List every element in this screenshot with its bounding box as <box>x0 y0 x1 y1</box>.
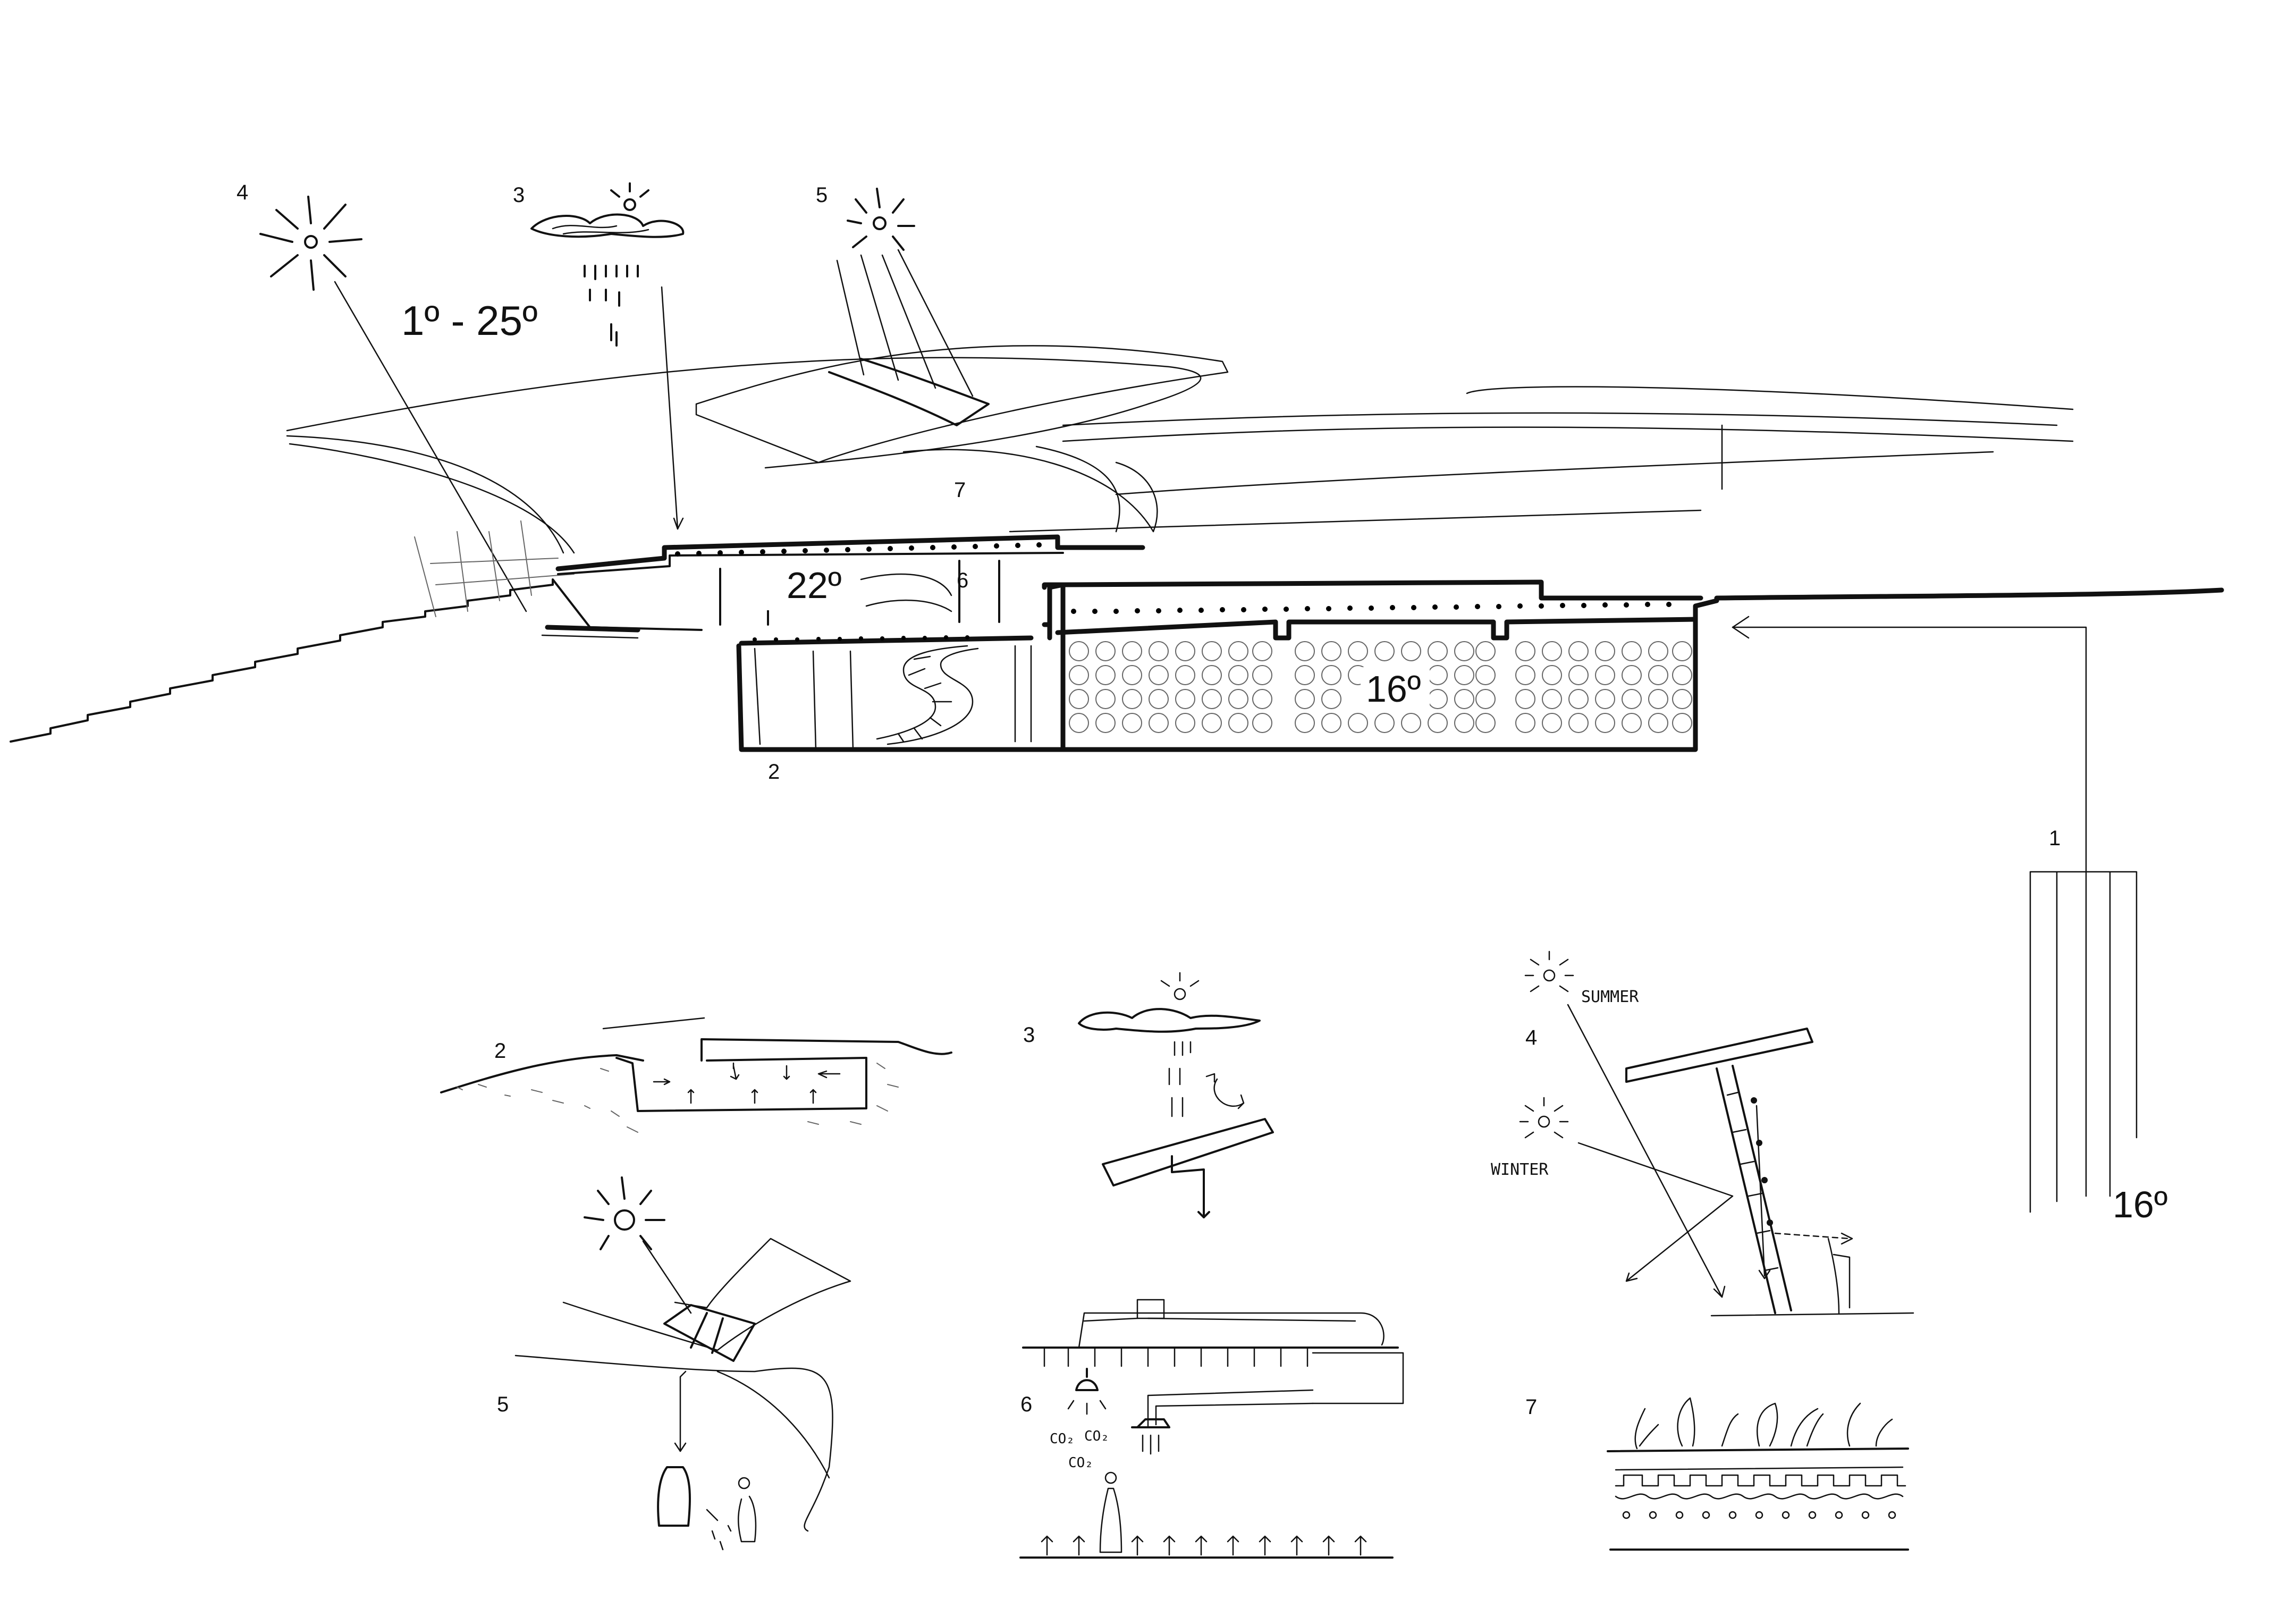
detail-label-4: 4 <box>1525 1026 1537 1049</box>
storage-box <box>1047 582 2224 752</box>
cloud-icon-d3 <box>1078 1008 1261 1033</box>
slab-dots <box>675 542 1042 557</box>
detail-7: 7 <box>1525 1395 1909 1551</box>
co2-label-b: CO₂ <box>1084 1428 1109 1444</box>
label-6: 6 <box>957 569 968 592</box>
summer-label: SUMMER <box>1581 988 1639 1006</box>
lamp-icon <box>1075 1368 1099 1391</box>
sun-icon-4 <box>259 196 362 291</box>
skylight-slab <box>695 345 1229 464</box>
detail-label-2: 2 <box>494 1039 506 1063</box>
drainage-layer <box>1615 1474 1906 1487</box>
shower-head <box>1131 1418 1170 1428</box>
sun-icon-5 <box>847 188 915 251</box>
person-icon <box>1099 1471 1122 1553</box>
label-1: 1 <box>2049 827 2061 850</box>
roof-soil-line <box>1607 1448 1909 1452</box>
label-3: 3 <box>513 183 525 207</box>
co2-label-c: CO₂ <box>1068 1455 1093 1471</box>
detail-3: 3 <box>1023 972 1274 1218</box>
roof-outline <box>286 357 1202 469</box>
skylight-rays <box>836 249 974 397</box>
landscape-line <box>1062 412 2058 426</box>
storage-temp: 16º <box>1366 668 1421 710</box>
summer-ray <box>1567 1004 1726 1298</box>
mid-slab <box>545 625 1034 646</box>
cloud-icon-3 <box>530 182 685 347</box>
label-4: 4 <box>237 181 248 204</box>
sun-icon-winter <box>1538 1115 1550 1128</box>
detail-2: 2 <box>440 1017 952 1133</box>
label-7: 7 <box>954 478 966 502</box>
earth-tube-line <box>1732 626 2087 873</box>
unit-box <box>1136 1299 1165 1319</box>
detail-label-7: 7 <box>1525 1395 1537 1419</box>
canopy <box>1625 1028 1813 1083</box>
sun-angle-label: 1º - 25º <box>401 297 537 344</box>
winter-ray <box>1577 1142 1734 1282</box>
column <box>1716 1065 1792 1314</box>
storage-dots <box>1071 602 1672 614</box>
detail-5: 5 <box>497 1176 851 1551</box>
detail-label-5: 5 <box>497 1393 509 1416</box>
ground-temp: 16º <box>2113 1184 2167 1225</box>
water-tank <box>657 1466 691 1527</box>
detail-label-3: 3 <box>1023 1023 1035 1047</box>
earth-tubes <box>2029 871 2138 1213</box>
co2-label-a: CO₂ <box>1050 1431 1075 1447</box>
roof-plane <box>562 1238 851 1351</box>
terrain-steps <box>10 578 703 743</box>
label-5: 5 <box>816 183 828 207</box>
rock-fill <box>1069 641 1692 733</box>
winter-label: WINTER <box>1491 1160 1549 1179</box>
sun-icon-d5 <box>614 1209 635 1231</box>
rain-line <box>661 286 679 530</box>
label-2: 2 <box>768 760 780 784</box>
detail-label-6: 6 <box>1020 1393 1032 1416</box>
detail-4: 4 SUMMER WINTER <box>1491 950 1914 1317</box>
skylight-panel <box>828 358 990 426</box>
sun-icon-summer <box>1543 969 1556 982</box>
gutter <box>1102 1118 1274 1187</box>
detail-6: 6 CO₂ CO₂ CO₂ <box>1019 1299 1404 1559</box>
basement <box>736 643 1066 752</box>
collector <box>663 1304 756 1362</box>
upper-slab <box>555 534 1145 571</box>
sun-ray-line <box>334 281 527 612</box>
room-temp: 22º <box>787 565 841 606</box>
main-section: 4 3 5 1º - 25º <box>10 181 2224 1225</box>
spiral-stair <box>876 645 968 740</box>
